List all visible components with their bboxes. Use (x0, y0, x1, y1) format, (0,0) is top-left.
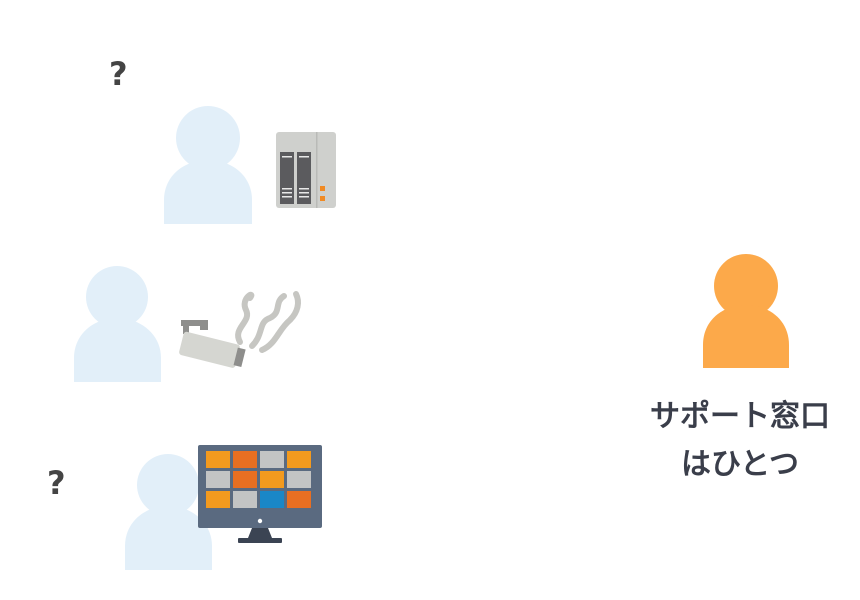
support-person-icon (703, 254, 789, 368)
monitor-tile (260, 471, 284, 488)
user-icon (125, 454, 212, 570)
monitor-tile-grid (206, 451, 311, 508)
monitor-tile (233, 471, 257, 488)
nas-server-icon (276, 132, 336, 208)
question-mark: ? (109, 55, 128, 93)
monitor-tile (206, 451, 230, 468)
monitor-tile (206, 471, 230, 488)
monitor-tile (287, 451, 311, 468)
monitor-icon (198, 445, 322, 543)
monitor-tile (287, 491, 311, 508)
monitor-tile (260, 451, 284, 468)
monitor-tile (233, 451, 257, 468)
monitor-tile (233, 491, 257, 508)
support-caption-line2: はひとつ (681, 447, 799, 482)
monitor-tile (206, 491, 230, 508)
user-icon (74, 266, 161, 382)
security-camera-icon (179, 320, 246, 368)
smoke-icon (235, 291, 301, 353)
monitor-tile (287, 471, 311, 488)
monitor-tile (260, 491, 284, 508)
support-caption-line1: サポート窓口 (650, 399, 830, 434)
user-icon (164, 106, 252, 224)
question-mark: ? (47, 464, 66, 502)
